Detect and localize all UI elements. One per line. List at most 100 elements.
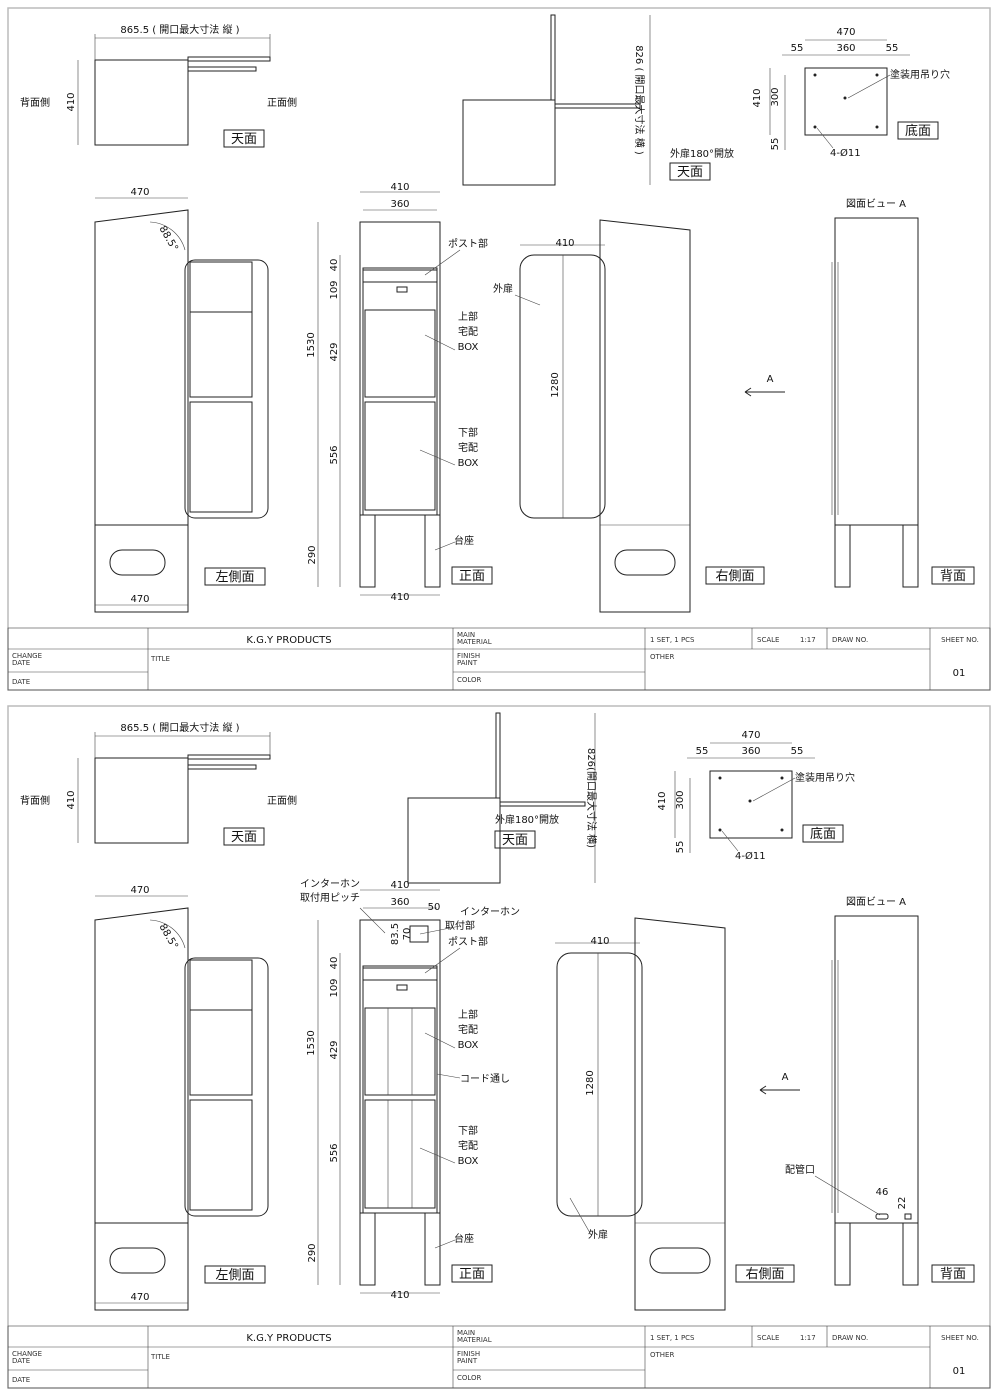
dimension-label: 22 bbox=[897, 1197, 908, 1210]
top-view-door bbox=[187, 754, 271, 760]
dimension-label: 40 bbox=[329, 957, 340, 970]
leader bbox=[721, 830, 739, 852]
open-view-door bbox=[550, 14, 556, 101]
front-view-post-slot bbox=[362, 967, 438, 981]
open-view-door2 bbox=[499, 801, 586, 807]
post-label: ポスト部 bbox=[448, 935, 488, 948]
dimension-label: 429 bbox=[329, 1040, 340, 1059]
front-view-body bbox=[359, 919, 441, 1214]
leader bbox=[424, 334, 456, 351]
dimension-label: 109 bbox=[329, 280, 340, 299]
scale-label: SCALE bbox=[757, 1334, 779, 1342]
left-view-shelf bbox=[189, 261, 253, 313]
back-view-leg-right bbox=[902, 524, 919, 588]
outer-door-label: 外扉 bbox=[588, 1228, 608, 1241]
left-view-base bbox=[94, 1222, 189, 1311]
leader bbox=[814, 1175, 881, 1216]
dimension-label: BOX bbox=[458, 1040, 479, 1051]
dimension-label: 470 bbox=[130, 885, 149, 896]
left-view-base bbox=[94, 524, 189, 613]
arrow-a-icon bbox=[759, 1085, 767, 1095]
leader bbox=[419, 449, 456, 466]
dimension-label: 470 bbox=[836, 27, 855, 38]
intercom-plate bbox=[409, 925, 429, 943]
dimension-label: 360 bbox=[741, 746, 760, 757]
view-label-box bbox=[669, 162, 711, 181]
right-view-door bbox=[556, 952, 643, 1217]
dimension-label: 290 bbox=[307, 545, 318, 564]
arrow-a-label: A bbox=[782, 1072, 789, 1083]
front-view-upper-box bbox=[364, 1007, 436, 1096]
dimension-label: 55 bbox=[675, 841, 686, 854]
front-view-lower-box bbox=[364, 401, 436, 511]
back-view-leg-left bbox=[834, 1222, 851, 1286]
dimension-label: 取付部 bbox=[445, 919, 475, 932]
dimension-label: 290 bbox=[307, 1243, 318, 1262]
dimension-label: 宅配 bbox=[458, 1139, 478, 1152]
leader bbox=[434, 1239, 456, 1249]
open-view-door bbox=[495, 712, 501, 799]
sheet-number: 01 bbox=[953, 668, 966, 679]
draw-no-label: DRAW NO. bbox=[832, 636, 868, 644]
sheet-border bbox=[7, 705, 991, 1389]
dimension-label: 塗装用吊り穴 bbox=[890, 68, 950, 81]
dimension-label: 865.5 ( 開口最大寸法 縦 ) bbox=[120, 23, 239, 36]
base-label: 台座 bbox=[454, 534, 474, 547]
view-label-box bbox=[223, 129, 265, 148]
angle-arc bbox=[149, 221, 186, 251]
back-view-body bbox=[834, 217, 919, 526]
door-open-label: 外扉180°開放 bbox=[670, 147, 734, 160]
date-label: DATE bbox=[12, 1376, 30, 1384]
open-view-door2 bbox=[554, 103, 641, 109]
front-view-body bbox=[359, 221, 441, 516]
right-view-body bbox=[599, 219, 691, 613]
dimension-label: 360 bbox=[390, 199, 409, 210]
paint-hole bbox=[843, 96, 847, 100]
dimension-label: 4-Ø11 bbox=[830, 147, 861, 159]
leader bbox=[424, 1032, 456, 1049]
view-label: 天面 bbox=[231, 830, 257, 845]
post-handle bbox=[396, 984, 408, 991]
left-view-open-door bbox=[184, 259, 269, 519]
leader bbox=[752, 777, 796, 802]
color-label: COLOR bbox=[457, 1374, 482, 1382]
dimension-label: 556 bbox=[329, 445, 340, 464]
dimension-label: 470 bbox=[130, 594, 149, 605]
left-view-box-upper bbox=[189, 311, 253, 398]
leader bbox=[436, 1073, 461, 1079]
view-label: 天面 bbox=[231, 132, 257, 147]
leader bbox=[816, 127, 834, 149]
leader bbox=[424, 947, 461, 974]
leader bbox=[359, 907, 386, 934]
view-label: 正面 bbox=[459, 1267, 485, 1282]
left-view-box-upper bbox=[189, 1009, 253, 1096]
view-label: 底面 bbox=[810, 826, 836, 842]
lower-box-label: 下部 bbox=[458, 1124, 478, 1137]
front-view-leg-left bbox=[359, 1212, 376, 1286]
dimension-label: 410 bbox=[390, 880, 409, 891]
right-view-body bbox=[634, 917, 726, 1311]
dimension-label: 55 bbox=[696, 746, 709, 757]
sheet-no-label: SHEET NO. bbox=[941, 1334, 979, 1342]
view-label-box bbox=[735, 1264, 795, 1283]
pipe-label: 配管口 bbox=[785, 1163, 815, 1176]
sets-count: 1 SET, 1 PCS bbox=[650, 636, 695, 644]
leader bbox=[419, 1147, 456, 1164]
dimension-label: 88.5° bbox=[157, 224, 180, 253]
front-view-upper-box bbox=[364, 309, 436, 398]
company-name: K.G.Y PRODUCTS bbox=[246, 1333, 331, 1344]
dimension-label: 410 bbox=[590, 936, 609, 947]
dimension-label: 50 bbox=[428, 902, 441, 913]
title-block bbox=[7, 1325, 991, 1389]
back-view-leg-left bbox=[834, 524, 851, 588]
title-label: TITLE bbox=[150, 1353, 170, 1361]
dimension-label: 470 bbox=[130, 1292, 149, 1303]
sheet-number: 01 bbox=[953, 1366, 966, 1377]
intercom-label: インターホン bbox=[460, 906, 520, 918]
scale-label: SCALE bbox=[757, 636, 779, 644]
scale-value: 1:17 bbox=[800, 636, 816, 644]
dimension-label: 宅配 bbox=[458, 1023, 478, 1036]
bottom-view bbox=[804, 67, 888, 136]
